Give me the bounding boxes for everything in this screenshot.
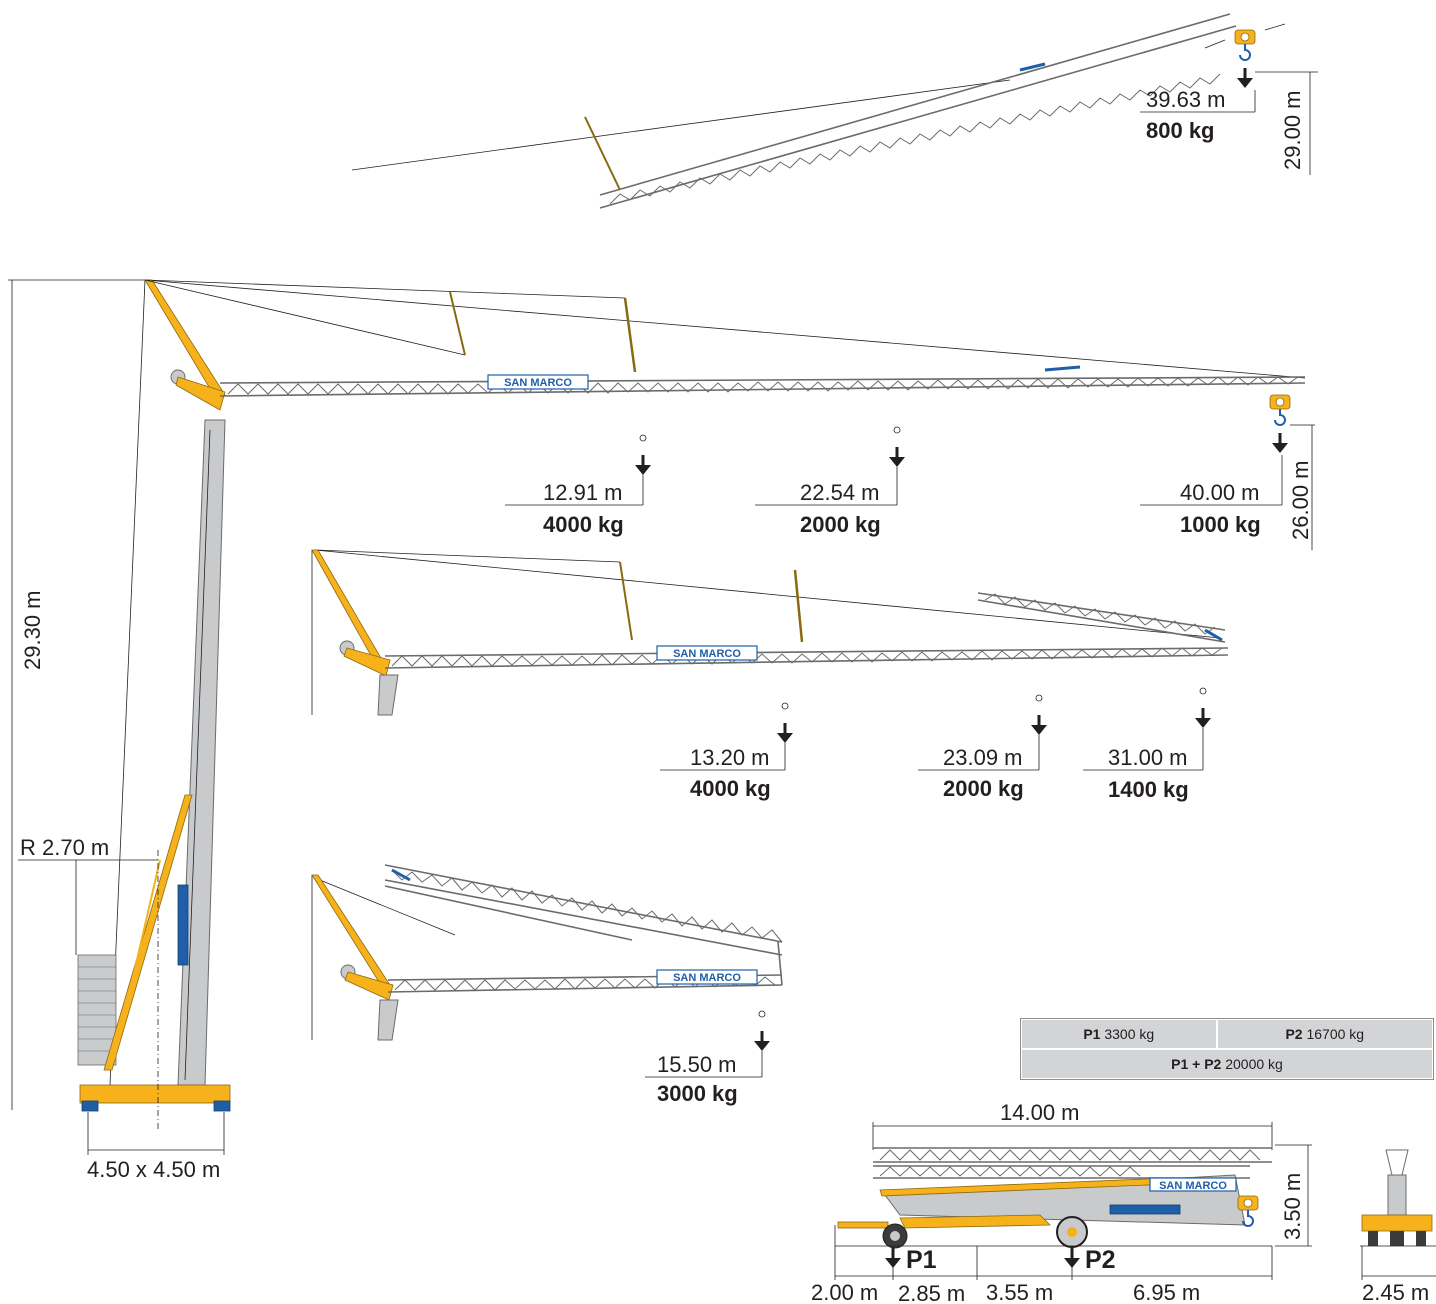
ballast-jib (103, 794, 193, 1071)
segment-label: 3.55 m (986, 1280, 1053, 1304)
hook-icon (1269, 394, 1291, 426)
axle-label-p2: P2 (1085, 1246, 1116, 1274)
transport-length-label: 14.00 m (1000, 1100, 1080, 1125)
transport-height-label: 3.50 m (1280, 1173, 1305, 1240)
brand-plate (487, 374, 589, 390)
tower-view: 29.30 m R 2.70 m (8, 279, 1306, 1182)
config-raised: 29.00 m 39.63 m 800 kg (351, 13, 1318, 209)
tower-height-label: 29.30 m (20, 591, 45, 671)
base-size-label: 4.50 x 4.50 m (87, 1157, 220, 1182)
weight-cell-total: P1 + P2 20000 kg (1021, 1049, 1433, 1079)
load-arrow-icon (1193, 706, 1213, 730)
horizontal-jib (219, 365, 1306, 397)
load-mass-label: 3000 kg (657, 1081, 738, 1106)
chassis (79, 1084, 231, 1104)
load-mass-label: 1000 kg (1180, 512, 1261, 537)
load-radius-label: 22.54 m (800, 480, 880, 505)
load-arrow-icon (775, 721, 795, 745)
strut-2 (623, 297, 637, 373)
brand-logo: SAN MARCO (1159, 1180, 1227, 1192)
folded-jib (384, 592, 1229, 669)
outrigger-pad-right (213, 1100, 231, 1112)
mast-strut (584, 116, 621, 191)
outrigger-pad-left (81, 1100, 99, 1112)
transport-view: 14.00 m 3.50 m SAN MARCO P1 (811, 1100, 1312, 1304)
brand-logo: SAN MARCO (504, 377, 572, 389)
load-arrow-icon (752, 1029, 772, 1053)
load-radius-label: 23.09 m (943, 745, 1023, 770)
strut-1 (449, 291, 466, 356)
load-arrow-icon (1270, 431, 1290, 455)
raised-jib (599, 13, 1237, 209)
hook-height-label: 26.00 m (1288, 461, 1313, 541)
weight-cell-p1: P1 3300 kg (1021, 1019, 1217, 1049)
folded-crane: SAN MARCO (837, 1147, 1272, 1249)
strut-2 (793, 569, 804, 643)
weight-table: P1 3300 kg P2 16700 kg P1 + P2 20000 kg (1020, 1018, 1434, 1080)
brand-logo: SAN MARCO (673, 648, 741, 660)
load-mass-label: 4000 kg (690, 776, 771, 801)
load-mass-label: 1400 kg (1108, 777, 1189, 802)
tower-mast (177, 419, 226, 1086)
config-horizontal: SAN MARCO 26.00 m 12.91 m 4000 kg 22.54 … (144, 279, 1315, 550)
load-mass-label: 2000 kg (800, 512, 881, 537)
load-radius-label: 12.91 m (543, 480, 623, 505)
load-arrow-icon (633, 453, 653, 477)
weight-label: P2 (1285, 1026, 1303, 1042)
hook-icon (1234, 29, 1256, 61)
counter-radius-label: R 2.70 m (20, 835, 109, 860)
load-arrow-icon (1235, 66, 1255, 90)
transport-width-label: 2.45 m (1362, 1280, 1429, 1304)
load-radius-label: 40.00 m (1180, 480, 1260, 505)
brand-plate (656, 645, 758, 661)
weight-cell-p2: P2 16700 kg (1216, 1019, 1433, 1049)
brand-plate (656, 969, 758, 985)
weight-value: 20000 kg (1225, 1056, 1283, 1072)
load-mass-label: 2000 kg (943, 776, 1024, 801)
segment-label: 2.85 m (898, 1281, 965, 1304)
segment-label: 6.95 m (1133, 1280, 1200, 1304)
weight-label: P1 (1083, 1026, 1101, 1042)
end-view: 2.45 m (1360, 1149, 1436, 1304)
config-short: SAN MARCO 15.50 m 3000 kg (311, 864, 783, 1106)
load-radius-label: 31.00 m (1108, 745, 1188, 770)
load-radius-label: 15.50 m (657, 1052, 737, 1077)
load-mass-label: 4000 kg (543, 512, 624, 537)
load-radius-label: 39.63 m (1146, 87, 1226, 112)
short-jib (384, 864, 783, 993)
load-arrow-icon (1029, 713, 1049, 737)
stay-cable (351, 79, 1011, 171)
weight-label: P1 + P2 (1171, 1056, 1222, 1072)
load-arrow-icon (887, 445, 907, 469)
ballast-stack (77, 954, 117, 1066)
axle-label-p1: P1 (906, 1246, 937, 1274)
config-folded-tip: SAN MARCO 13.20 m 4000 kg 23.09 m 2000 k… (311, 549, 1229, 802)
weight-value: 16700 kg (1306, 1026, 1365, 1042)
brand-logo: SAN MARCO (673, 972, 741, 984)
hook-height-label: 29.00 m (1280, 91, 1305, 171)
hydraulic-cylinder (177, 884, 189, 966)
segment-label: 2.00 m (811, 1280, 878, 1304)
load-radius-label: 13.20 m (690, 745, 770, 770)
weight-value: 3300 kg (1104, 1026, 1155, 1042)
load-mass-label: 800 kg (1146, 118, 1215, 143)
strut-1 (619, 561, 633, 641)
